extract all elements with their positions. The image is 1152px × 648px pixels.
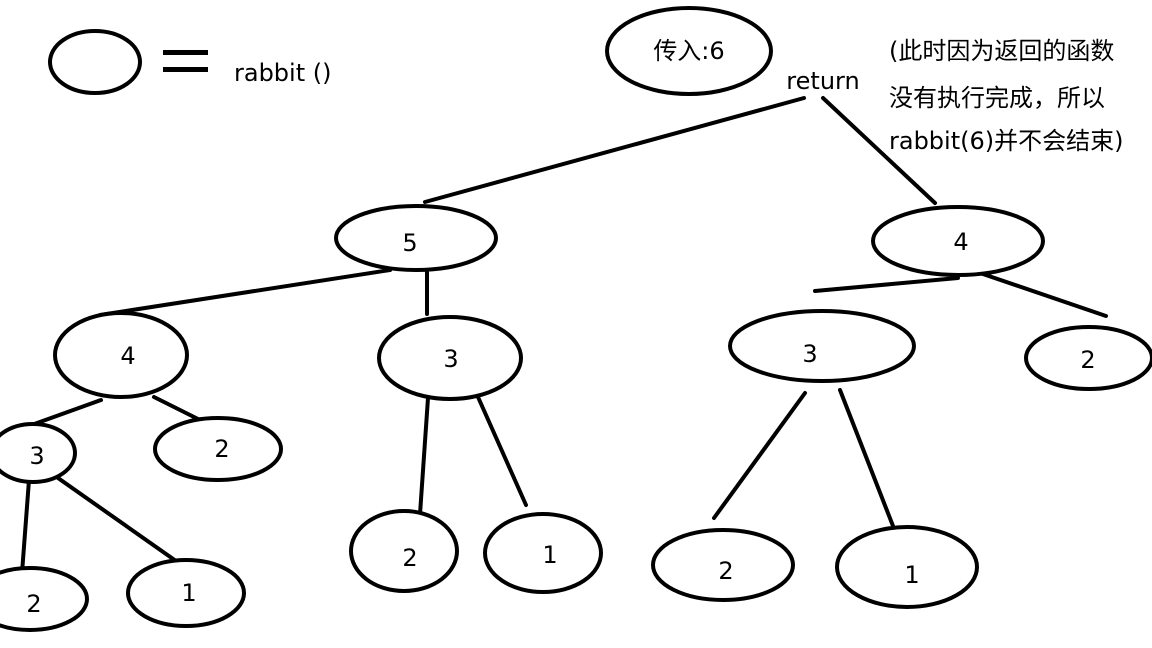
edge-3r-to-2rr: [712, 391, 807, 520]
node-label: 4: [120, 342, 135, 370]
node-ellipse: [153, 416, 283, 482]
edge-5-to-4l: [98, 268, 392, 317]
edge-3l-to-2ll: [20, 478, 31, 575]
tree-node: 4: [53, 311, 189, 399]
legend-ellipse: [48, 29, 142, 95]
node-label: 2: [718, 557, 733, 585]
root-ellipse: [605, 6, 773, 96]
note-line-1: (此时因为返回的函数: [889, 37, 1114, 65]
edge-3m-to-2m: [418, 396, 430, 516]
edge-3l-to-1ll: [56, 476, 178, 563]
legend-label: rabbit (): [234, 59, 331, 87]
nodes: 5 4 4 3 3 2 3 2: [0, 204, 1152, 632]
node-ellipse: [651, 528, 795, 602]
node-label: 5: [402, 229, 417, 257]
node-ellipse: [871, 205, 1045, 277]
node-ellipse: [1024, 325, 1152, 391]
node-label: 2: [402, 544, 417, 572]
node-label: 3: [29, 442, 44, 470]
edge-4l-to-2l: [152, 395, 200, 421]
node-ellipse: [53, 311, 189, 399]
node-ellipse: [0, 422, 77, 484]
node-label: 3: [443, 345, 458, 373]
node-label: 3: [802, 340, 817, 368]
edge-3m-to-1m: [476, 395, 528, 507]
tree-node: 5: [334, 204, 498, 272]
node-ellipse: [728, 309, 916, 383]
node-ellipse: [349, 509, 459, 593]
tree-node: 3: [728, 309, 916, 383]
tree-node: 2: [651, 528, 795, 602]
note-line-3: rabbit(6)并不会结束): [889, 127, 1123, 155]
edge-return-to-5: [423, 96, 806, 204]
legend-equals-bar-bottom: [163, 67, 208, 72]
node-label: 2: [1080, 346, 1095, 374]
root-label: 传入:6: [653, 37, 724, 65]
node-label: 1: [904, 561, 919, 589]
legend: rabbit (): [48, 29, 331, 95]
tree-node: 2: [349, 509, 459, 593]
tree-node: 3: [377, 315, 523, 401]
tree-node: 1: [126, 558, 246, 628]
tree-node: 2: [1024, 325, 1152, 391]
node-ellipse: [334, 204, 498, 272]
edge-4r-to-2r: [978, 271, 1108, 318]
edge-return-to-4r: [821, 96, 937, 205]
edge-4r-to-3r: [813, 276, 960, 293]
legend-equals-bar-top: [163, 50, 208, 55]
return-label: return: [786, 67, 859, 95]
node-label: 2: [214, 435, 229, 463]
node-label: 1: [181, 579, 196, 607]
note: (此时因为返回的函数 没有执行完成，所以 rabbit(6)并不会结束): [889, 37, 1123, 155]
tree-node: 3: [0, 422, 77, 484]
tree-node: 2: [153, 416, 283, 482]
node-ellipse: [483, 512, 603, 594]
node-label: 4: [953, 228, 968, 256]
note-line-2: 没有执行完成，所以: [889, 84, 1105, 112]
tree-node: 1: [483, 512, 603, 594]
tree-node: 4: [871, 205, 1045, 277]
tree-node: 1: [835, 525, 979, 609]
root: 传入:6 return: [605, 6, 860, 96]
edges: [20, 96, 1108, 575]
node-ellipse: [126, 558, 246, 628]
node-ellipse: [377, 315, 523, 401]
node-ellipse: [835, 525, 979, 609]
node-label: 2: [26, 590, 41, 618]
tree-node: 2: [0, 566, 89, 632]
node-label: 1: [542, 541, 557, 569]
node-ellipse: [0, 566, 89, 632]
edge-3r-to-1rr: [838, 388, 895, 528]
